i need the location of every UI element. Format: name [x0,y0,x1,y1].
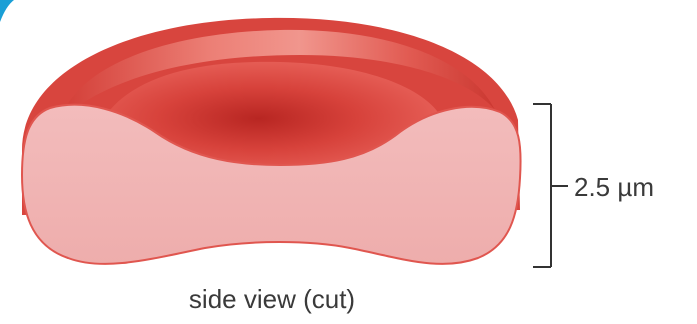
dimension-bracket [533,104,568,267]
caption: side view (cut) [189,284,355,314]
dimension-label: 2.5 µm [574,172,654,202]
corner-accent [0,0,14,22]
